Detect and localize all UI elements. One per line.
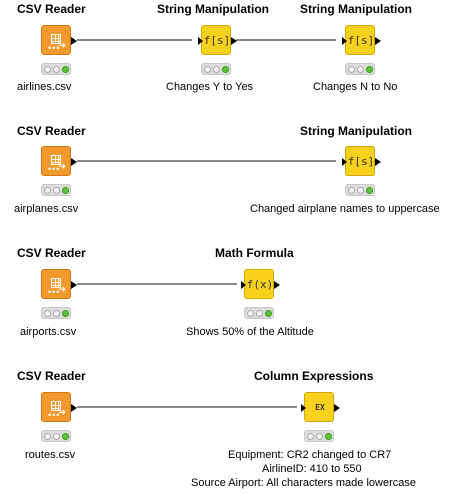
node-status	[41, 430, 71, 442]
output-port[interactable]	[71, 404, 77, 412]
node-title: Math Formula	[215, 246, 294, 260]
node-status	[41, 63, 71, 75]
node-label: Shows 50% of the Altitude	[186, 326, 314, 338]
dots-icon: •••	[48, 43, 61, 53]
input-port[interactable]	[241, 281, 246, 289]
arrow-icon: ➜	[58, 407, 66, 417]
output-port[interactable]	[71, 158, 77, 166]
node-title: String Manipulation	[157, 2, 269, 16]
string-manipulation-node[interactable]: f[s]	[342, 25, 381, 55]
node-status	[345, 184, 375, 196]
node-label: AirlineID: 410 to 550	[262, 463, 362, 475]
string-manipulation-node[interactable]: f[s]	[198, 25, 237, 55]
node-label: airplanes.csv	[14, 203, 79, 215]
math-formula-icon: f(x)	[246, 278, 274, 291]
table-icon	[51, 155, 61, 165]
output-port[interactable]	[71, 281, 77, 289]
node-label: Changes N to No	[313, 81, 398, 93]
node-status	[201, 63, 231, 75]
input-port[interactable]	[342, 37, 347, 45]
column-expressions-node[interactable]: EX	[301, 392, 340, 422]
math-formula-node[interactable]: f(x)	[241, 269, 280, 299]
dots-icon: •••	[48, 410, 61, 420]
node-title: CSV Reader	[17, 124, 86, 138]
csv-reader-node[interactable]: ••• ➜	[41, 25, 77, 55]
node-status	[244, 307, 274, 319]
arrow-icon: ➜	[58, 161, 66, 171]
node-label: routes.csv	[25, 449, 76, 461]
node-title: CSV Reader	[17, 2, 86, 16]
node-title: String Manipulation	[300, 124, 412, 138]
output-port[interactable]	[334, 404, 340, 412]
node-title: CSV Reader	[17, 369, 86, 383]
input-port[interactable]	[198, 37, 203, 45]
node-title: String Manipulation	[300, 2, 412, 16]
input-port[interactable]	[342, 158, 347, 166]
output-port[interactable]	[274, 281, 280, 289]
node-label: Equipment: CR2 changed to CR7	[228, 449, 392, 461]
arrow-icon: ➜	[58, 284, 66, 294]
string-manipulation-icon: f[s]	[347, 34, 375, 47]
node-title: Column Expressions	[254, 369, 374, 383]
table-icon	[51, 34, 61, 44]
node-status	[41, 307, 71, 319]
table-icon	[51, 401, 61, 411]
node-label: Source Airport: All characters made lowe…	[191, 477, 416, 489]
node-label: Changes Y to Yes	[166, 81, 254, 93]
node-label: Changed airplane names to uppercase	[250, 203, 440, 215]
output-port[interactable]	[231, 37, 237, 45]
csv-reader-node[interactable]: ••• ➜	[41, 146, 77, 176]
table-icon	[51, 278, 61, 288]
output-port[interactable]	[375, 37, 381, 45]
node-title: CSV Reader	[17, 246, 86, 260]
string-manipulation-icon: f[s]	[203, 34, 231, 47]
node-label: airports.csv	[20, 326, 77, 338]
dots-icon: •••	[48, 164, 61, 174]
node-label: airlines.csv	[17, 81, 72, 93]
column-expressions-icon: EX	[315, 403, 325, 412]
output-port[interactable]	[375, 158, 381, 166]
node-status	[41, 184, 71, 196]
node-status	[345, 63, 375, 75]
string-manipulation-icon: f[s]	[347, 155, 375, 168]
csv-reader-node[interactable]: ••• ➜	[41, 269, 77, 299]
string-manipulation-node[interactable]: f[s]	[342, 146, 381, 176]
arrow-icon: ➜	[58, 40, 66, 50]
csv-reader-node[interactable]: ••• ➜	[41, 392, 77, 422]
node-status	[304, 430, 334, 442]
input-port[interactable]	[301, 404, 306, 412]
output-port[interactable]	[71, 37, 77, 45]
dots-icon: •••	[48, 287, 61, 297]
